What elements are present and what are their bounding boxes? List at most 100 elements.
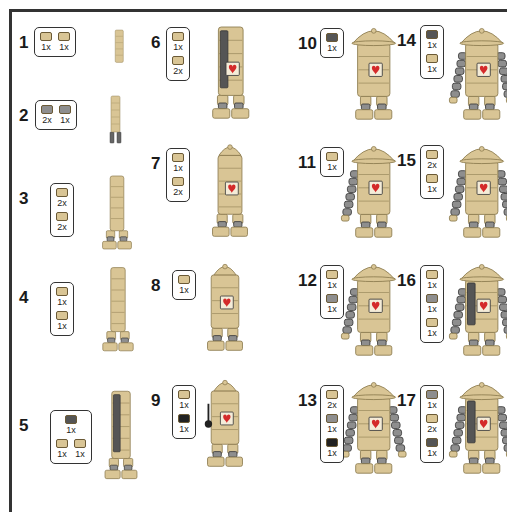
parts-row: 1x — [426, 270, 438, 290]
robot-figure — [115, 30, 123, 62]
part-item: 2x — [326, 390, 338, 410]
step-number: 5 — [19, 417, 28, 434]
brick-icon — [40, 32, 52, 41]
parts-callout-box: 121x1x — [320, 265, 344, 319]
parts-row: 1x — [426, 294, 438, 314]
step-number: 7 — [151, 155, 160, 172]
brick-icon — [426, 30, 438, 39]
part-item: 1x — [426, 438, 438, 458]
figures — [103, 27, 507, 479]
brick-icon — [59, 105, 71, 114]
robot-figure — [213, 145, 248, 237]
brick-icon — [56, 188, 68, 197]
parts-callout-box: 81x — [172, 270, 196, 300]
brick-icon — [178, 390, 190, 399]
part-item: 1x — [56, 439, 68, 459]
part-item: 1x — [426, 174, 438, 194]
part-quantity: 1x — [427, 401, 437, 410]
parts-callout-box: 141x1x — [420, 25, 444, 79]
part-quantity: 1x — [327, 425, 337, 434]
part-quantity: 1x — [57, 322, 67, 331]
part-item: 1x — [326, 270, 338, 290]
step-number: 9 — [151, 392, 160, 409]
part-item: 1x — [426, 318, 438, 338]
part-quantity: 1x — [57, 298, 67, 307]
part-item: 2x — [426, 414, 438, 434]
part-item: 2x — [56, 188, 68, 208]
brick-icon — [426, 390, 438, 399]
parts-callout-box: 111x — [320, 147, 344, 177]
parts-row: 2x — [56, 212, 68, 232]
part-item: 2x — [172, 56, 184, 76]
part-item: 1x — [59, 105, 71, 125]
part-item: 1x — [178, 275, 190, 295]
step-number: 13 — [298, 392, 317, 409]
part-item: 1x — [172, 32, 184, 52]
parts-callout-box: 171x2x1x — [420, 385, 444, 463]
part-quantity: 1x — [427, 329, 437, 338]
parts-row: 1x — [56, 311, 68, 331]
part-quantity: 1x — [59, 43, 69, 52]
part-quantity: 2x — [57, 199, 67, 208]
parts-row: 2x — [172, 177, 184, 197]
part-item: 2x — [172, 177, 184, 197]
parts-callout-box: 61x2x — [166, 27, 190, 81]
page-frame — [11, 11, 507, 512]
brick-icon — [426, 438, 438, 447]
part-item: 1x — [58, 32, 70, 52]
brick-icon — [65, 415, 77, 424]
part-quantity: 1x — [427, 305, 437, 314]
parts-row: 1x — [172, 153, 184, 173]
robot-figure — [105, 391, 137, 478]
parts-callout-box: 22x1x — [35, 100, 77, 130]
step-number: 16 — [397, 272, 416, 289]
step-number: 11 — [298, 154, 316, 171]
part-quantity: 1x — [427, 41, 437, 50]
step-number: 14 — [397, 32, 416, 49]
part-quantity: 1x — [427, 185, 437, 194]
part-item: 1x — [426, 390, 438, 410]
parts-row: 1x — [178, 390, 190, 410]
parts-row: 1x — [172, 32, 184, 52]
robot-figure — [449, 264, 507, 355]
part-quantity: 1x — [427, 65, 437, 74]
robot-figure — [103, 176, 132, 249]
part-quantity: 1x — [327, 449, 337, 458]
robot-figure — [341, 382, 406, 473]
part-quantity: 1x — [57, 450, 67, 459]
part-quantity: 1x — [173, 43, 183, 52]
part-item: 1x — [56, 287, 68, 307]
step-number: 3 — [19, 190, 28, 207]
robot-figure — [449, 146, 507, 237]
part-item: 1x — [326, 33, 338, 53]
parts-callout-box: 152x1x — [420, 145, 444, 199]
parts-row: 2x — [56, 188, 68, 208]
brick-icon — [172, 32, 184, 41]
part-quantity: 1x — [60, 116, 70, 125]
step-number: 6 — [151, 34, 160, 51]
parts-row: 1x — [326, 270, 338, 290]
parts-row: 1x — [426, 318, 438, 338]
brick-icon — [326, 152, 338, 161]
robot-figure — [341, 146, 395, 237]
parts-callout-box: 41x1x — [50, 282, 74, 336]
part-quantity: 1x — [327, 44, 337, 53]
parts-callout-box: 32x2x — [50, 183, 74, 237]
part-item: 1x — [74, 439, 86, 459]
part-quantity: 1x — [327, 163, 337, 172]
brick-icon — [326, 438, 338, 447]
brick-icon — [326, 414, 338, 423]
part-item: 1x — [326, 414, 338, 434]
parts-row: 2x1x — [41, 105, 71, 125]
parts-row: 1x 1x — [56, 439, 86, 459]
parts-row: 2x — [426, 150, 438, 170]
part-quantity: 1x — [327, 281, 337, 290]
step-number: 10 — [298, 35, 317, 52]
brick-icon — [326, 33, 338, 42]
part-quantity: 2x — [173, 67, 183, 76]
parts-row: 1x — [326, 294, 338, 314]
brick-icon — [426, 318, 438, 327]
step-number: 8 — [151, 277, 160, 294]
robot-figure — [213, 27, 249, 118]
